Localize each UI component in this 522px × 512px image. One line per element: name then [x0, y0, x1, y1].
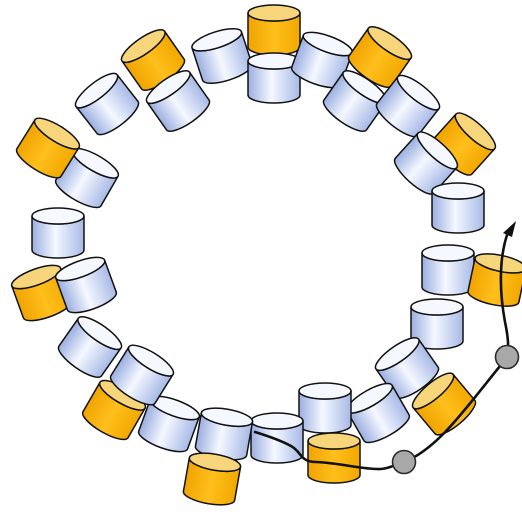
gold-bead — [308, 433, 360, 483]
blue-bead — [32, 208, 84, 258]
gold-bead — [182, 450, 242, 508]
knot-icon — [496, 346, 519, 369]
blue-bead — [422, 245, 474, 295]
blue-bead — [190, 24, 255, 88]
blue-bead — [71, 68, 143, 139]
gold-bead — [466, 250, 522, 310]
blue-bead — [248, 53, 300, 103]
gold-bead — [248, 5, 300, 55]
blue-bead — [432, 183, 484, 233]
knot-icon — [393, 451, 416, 474]
blue-bead — [299, 383, 351, 433]
arrowhead-icon — [503, 221, 516, 237]
blue-bead — [251, 413, 303, 463]
